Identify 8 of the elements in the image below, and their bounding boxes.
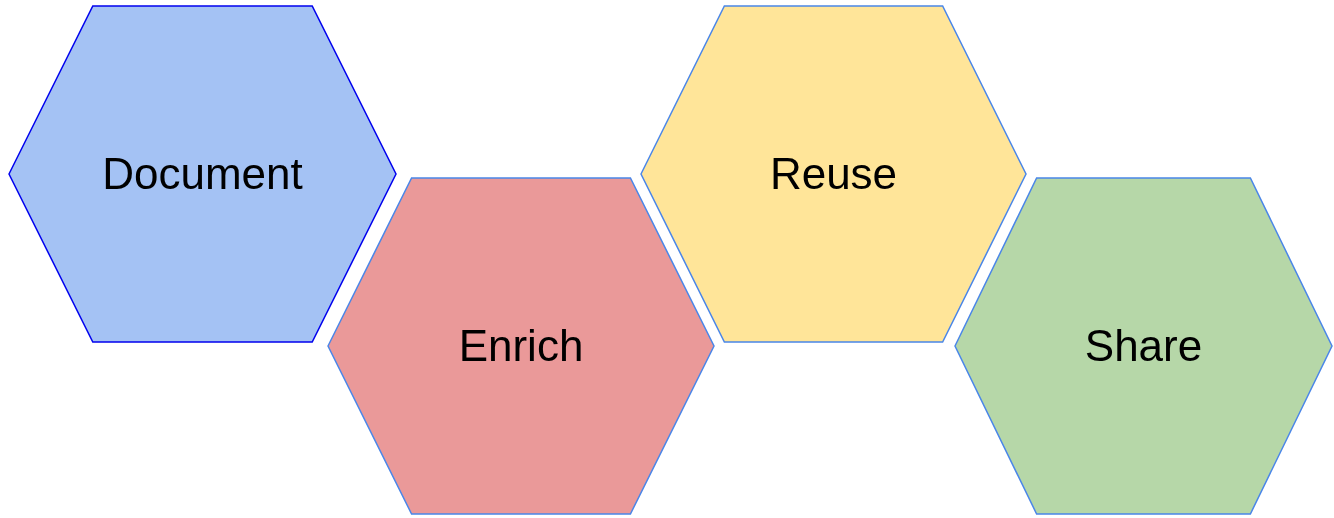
hexagon-node [954, 177, 1333, 515]
step-label: Share [1083, 321, 1204, 371]
hexagon-node [327, 177, 715, 515]
hexagon-node [8, 5, 397, 343]
hexagon-node [640, 5, 1027, 343]
step-label: Enrich [457, 321, 585, 371]
step-label: Reuse [768, 149, 899, 199]
step-label: Document [101, 149, 304, 199]
